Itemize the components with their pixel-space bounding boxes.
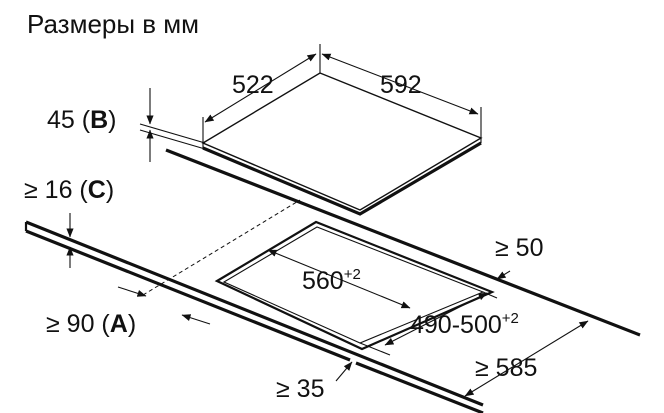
alignment-dashed-line	[142, 199, 301, 296]
dim-back-gap-label: ≥ 50	[495, 234, 543, 262]
dim-depth-label: 522	[232, 71, 274, 99]
dim-worktop-depth-label: ≥ 585	[475, 354, 537, 382]
dim-worktop-thickness-label: ≥ 35	[276, 375, 324, 403]
diagram-title: Размеры в мм	[27, 9, 199, 39]
dim-cutout-depth-label: 490-500+2	[410, 310, 519, 339]
worktop-back-line	[165, 148, 641, 337]
dim-front-gap-label: ≥ 16 (C)	[24, 176, 114, 204]
dim-depth-line	[204, 53, 317, 123]
dim-side-gap-arrow-left	[117, 286, 147, 297]
dim-side-gap-arrow-right	[181, 314, 211, 325]
dim-thickness-label: 45 (B)	[47, 106, 116, 134]
dim-width-line	[321, 53, 479, 115]
dim-worktop-thickness-arrow	[335, 361, 353, 382]
dim-back-gap-arrow	[496, 270, 511, 280]
dim-cutout-width-label: 560+2	[302, 266, 361, 295]
dim-worktop-depth-line	[464, 320, 589, 397]
worktop	[24, 220, 484, 413]
dim-width-label: 592	[380, 71, 422, 99]
dim-side-gap-label: ≥ 90 (A)	[46, 310, 136, 338]
dim-cutout-depth-line	[384, 292, 488, 346]
